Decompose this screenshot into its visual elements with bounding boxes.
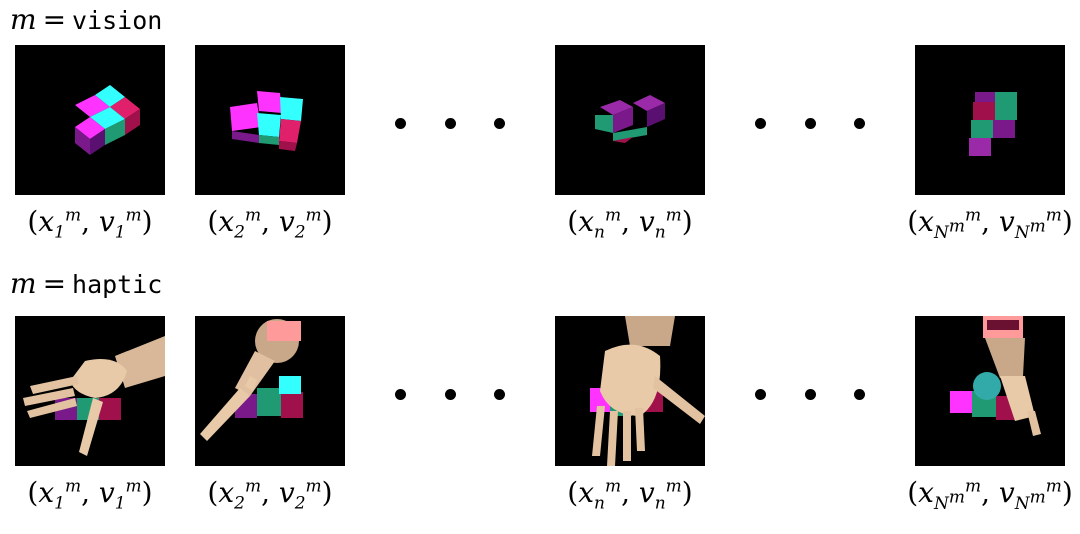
haptic-sample-N-caption: (xNmm, vNmm) bbox=[907, 476, 1073, 514]
vision-sample-N-caption: (xNmm, vNmm) bbox=[907, 205, 1073, 243]
vision-sample-n-caption: (xnm, vnm) bbox=[567, 205, 693, 243]
vision-row-title: m=vision bbox=[10, 4, 162, 37]
haptic-sample-1-caption: (x1m, v1m) bbox=[27, 476, 153, 514]
vision-sample-N-image bbox=[915, 45, 1065, 195]
haptic-sample-n-caption: (xnm, vnm) bbox=[567, 476, 693, 514]
equals-sign: = bbox=[42, 3, 67, 36]
haptic-sample-n-image bbox=[555, 316, 705, 466]
haptic-sample-2-image bbox=[195, 316, 345, 466]
vision-ellipsis-2 bbox=[755, 118, 865, 129]
modality-variable: m bbox=[10, 267, 37, 300]
vision-sample-1-image bbox=[15, 45, 165, 195]
haptic-row-title: m=haptic bbox=[10, 268, 162, 301]
haptic-sample-2-caption: (x2m, v2m) bbox=[207, 476, 333, 514]
vision-sample-2-image bbox=[195, 45, 345, 195]
modality-value: vision bbox=[72, 6, 163, 35]
vision-sample-n-image bbox=[555, 45, 705, 195]
haptic-sample-1-image bbox=[15, 316, 165, 466]
modality-value: haptic bbox=[72, 270, 163, 299]
modality-variable: m bbox=[10, 3, 37, 36]
vision-ellipsis-1 bbox=[395, 118, 505, 129]
haptic-ellipsis-2 bbox=[755, 389, 865, 400]
haptic-ellipsis-1 bbox=[395, 389, 505, 400]
vision-sample-1-caption: (x1m, v1m) bbox=[27, 205, 153, 243]
vision-sample-2-caption: (x2m, v2m) bbox=[207, 205, 333, 243]
equals-sign: = bbox=[42, 267, 67, 300]
haptic-sample-N-image bbox=[915, 316, 1065, 466]
